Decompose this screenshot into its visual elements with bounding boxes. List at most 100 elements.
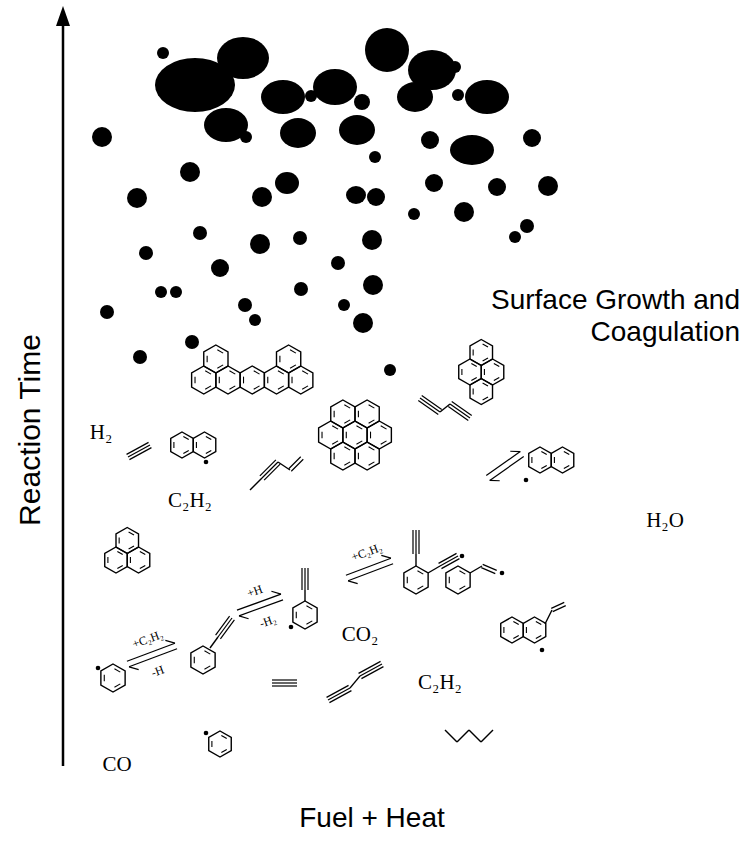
bond-line: [481, 730, 493, 742]
soot-particle: [454, 202, 474, 222]
bond-line: [564, 451, 569, 454]
bond-line: [304, 568, 305, 590]
soot-particle: [180, 162, 200, 182]
species-label: CO: [102, 752, 131, 776]
bond-line: [344, 405, 350, 408]
bond-line: [119, 537, 120, 543]
species-label: CO₂: [342, 622, 379, 646]
bond-line: [296, 612, 297, 619]
bond-line: [278, 462, 290, 470]
bond-line: [221, 735, 226, 738]
reaction-label: +C₂H₂: [350, 541, 385, 565]
aromatic-ring: [529, 447, 552, 473]
soot-particle: [363, 275, 383, 295]
soot-particle: [252, 187, 272, 207]
bond-line: [204, 666, 210, 669]
axis-label: Reaction Time: [13, 334, 48, 526]
aromatic-ring: [101, 664, 125, 692]
bond-line: [129, 649, 177, 667]
bond-line: [490, 480, 500, 481]
soot-particle: [250, 234, 270, 254]
radical-dot: [500, 571, 505, 576]
bond-line: [272, 682, 297, 683]
bond-line: [449, 577, 450, 584]
bond-line: [551, 602, 564, 608]
aromatic-ring: [293, 601, 317, 629]
bond-line: [107, 557, 108, 563]
bond-line: [267, 377, 268, 384]
bond-line: [369, 420, 375, 423]
soot-particle: [338, 299, 350, 311]
aromatic-ring: [355, 442, 379, 470]
bond-line: [229, 386, 235, 389]
soot-particle: [353, 313, 373, 333]
bond-line: [348, 564, 393, 581]
bond-line: [369, 405, 375, 408]
bond-line: [196, 442, 197, 448]
bond-line: [344, 447, 350, 450]
bond-line: [254, 371, 260, 374]
radical-dot: [289, 625, 294, 630]
bond-line: [484, 369, 485, 375]
radical-dot: [524, 478, 529, 483]
bond-line: [545, 610, 552, 624]
bond-line: [229, 371, 235, 374]
bond-line: [471, 377, 476, 380]
bond-line: [334, 411, 335, 418]
soot-particle: [465, 80, 509, 114]
bond-line: [415, 530, 416, 554]
soot-particle: [362, 230, 382, 250]
bond-line: [254, 386, 260, 389]
bond-line: [470, 566, 482, 573]
bond-line: [541, 451, 546, 454]
aromatic-ring: [404, 566, 428, 594]
aromatic-ring: [209, 731, 232, 757]
bond-line: [513, 621, 518, 624]
bond-line: [471, 363, 476, 366]
soot-particle: [261, 80, 305, 114]
bond-line: [183, 450, 188, 453]
species-label: C₂H₂: [418, 670, 462, 694]
soot-particle: [193, 226, 207, 240]
bond-line: [473, 388, 474, 394]
soot-particle: [157, 47, 169, 59]
bond-line: [450, 404, 470, 418]
radical-dot: [540, 648, 545, 653]
bond-line: [358, 453, 359, 460]
bond-line: [129, 448, 151, 460]
aromatic-ring: [501, 617, 524, 643]
soot-particle: [155, 286, 167, 298]
bond-line: [417, 571, 423, 574]
bond-line: [439, 553, 457, 563]
bond-line: [289, 457, 301, 469]
bond-line: [332, 441, 338, 444]
bond-line: [140, 551, 145, 554]
bond-line: [483, 564, 497, 570]
bond-line: [205, 386, 211, 389]
bond-line: [361, 667, 383, 679]
aromatic-ring: [204, 345, 228, 373]
bond-line: [194, 377, 195, 384]
bond-line: [264, 464, 280, 480]
bond-line: [356, 441, 362, 444]
soot-particle: [133, 350, 147, 364]
bond-line: [513, 635, 518, 638]
bond-line: [412, 530, 413, 554]
soot-particle: [450, 135, 494, 165]
soot-particle: [384, 364, 396, 376]
soot-particle: [365, 28, 409, 72]
reaction-label: -H: [150, 663, 167, 680]
bond-line: [250, 478, 262, 490]
bond-line: [291, 459, 303, 471]
soot-particle: [238, 298, 252, 312]
soot-particles: [92, 28, 558, 376]
bond-line: [173, 442, 174, 448]
bond-line: [359, 661, 381, 673]
bond-line: [127, 442, 149, 454]
bond-line: [207, 356, 208, 363]
bond-line: [217, 350, 223, 353]
soot-particle: [211, 259, 229, 277]
bond-line: [381, 426, 387, 429]
bond-line: [129, 532, 134, 535]
bond-line: [344, 420, 350, 423]
